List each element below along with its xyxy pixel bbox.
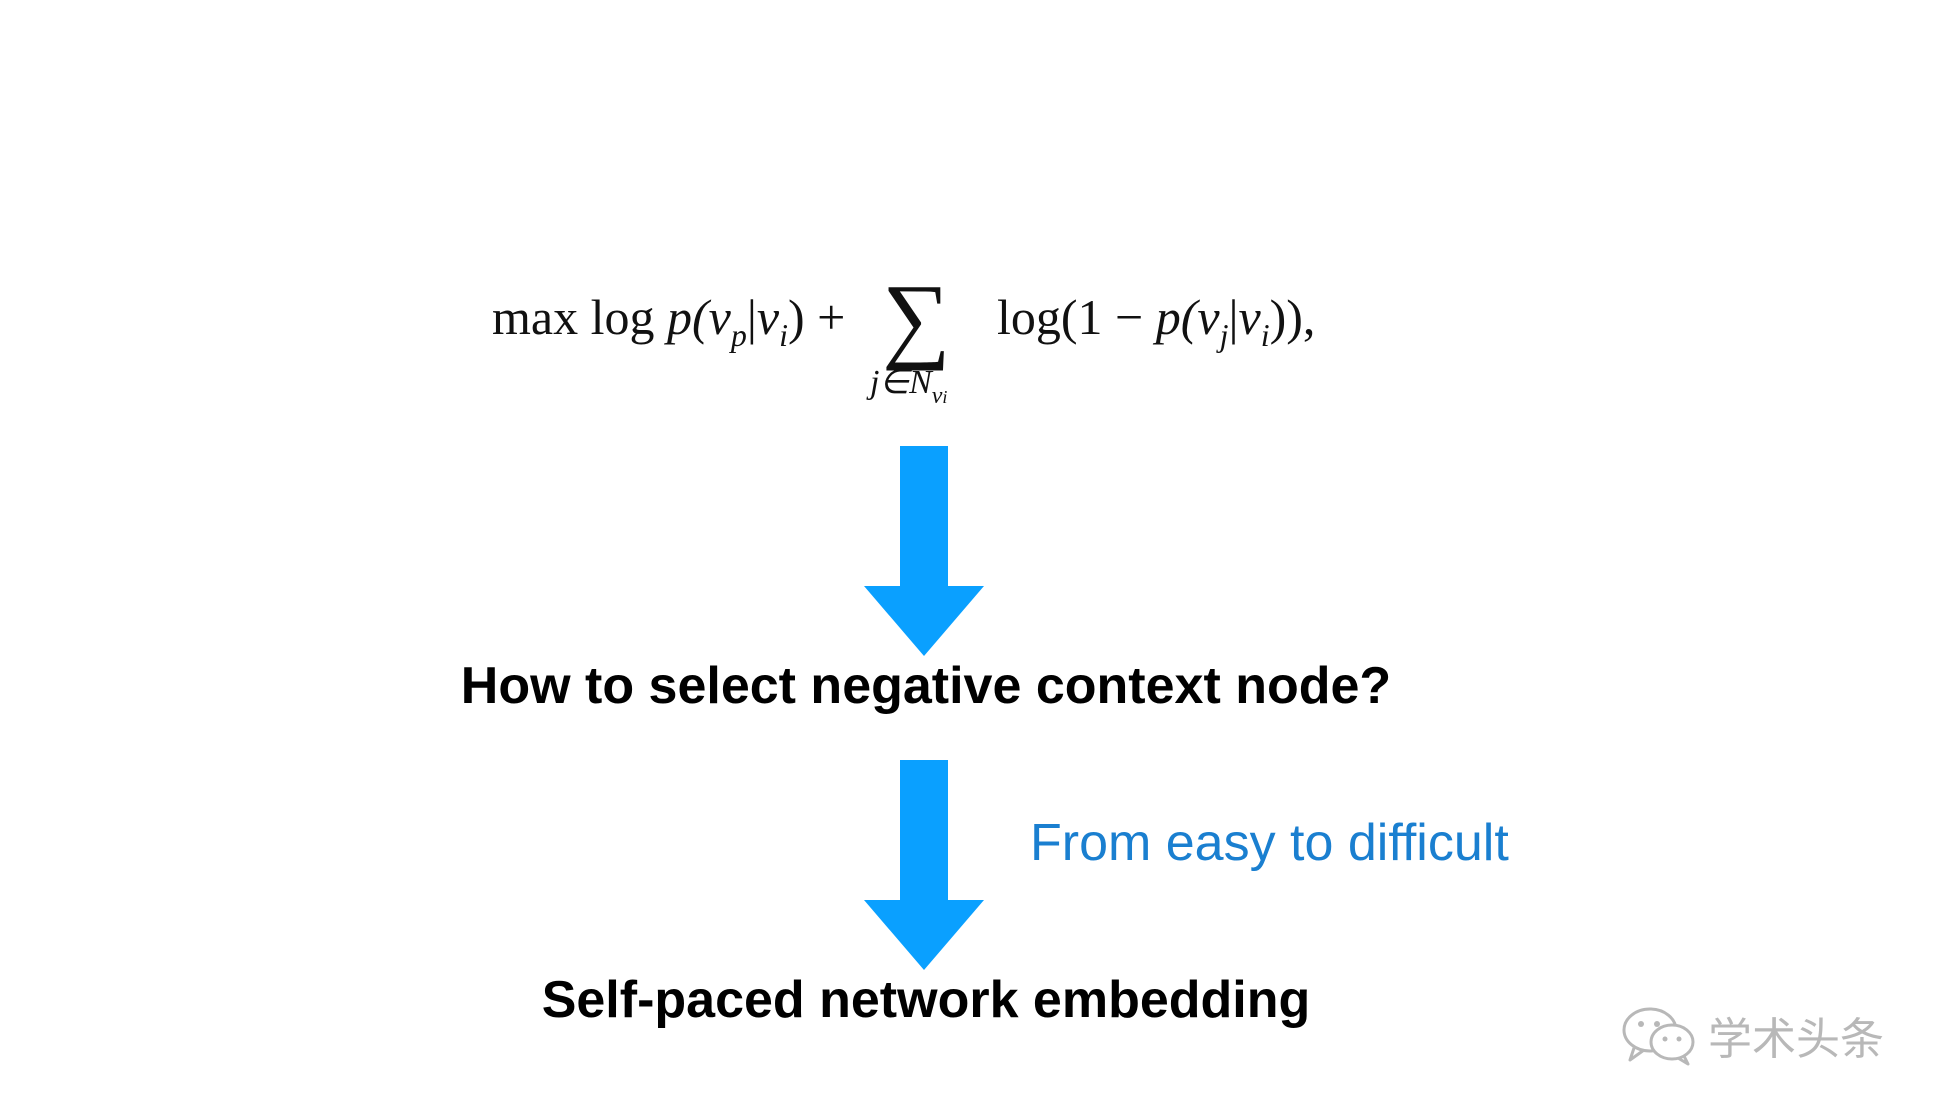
down-arrow-2: [864, 760, 984, 970]
down-arrow-1: [864, 446, 984, 656]
down-arrow-1-shape: [864, 446, 984, 656]
formula-v-4: v: [1238, 289, 1261, 345]
annotation-text: From easy to difficult: [1030, 814, 1509, 872]
formula-log-one-minus: log(1 −: [997, 289, 1156, 345]
formula-rhs: log(1 − p(vj|vi)),: [997, 292, 1315, 351]
formula-sub-p: p: [730, 317, 747, 353]
objective-formula: max log p(vp|vi) + ∑ j∈Nvi log(1 − p(vj|…: [492, 270, 1392, 420]
formula-sub-j: j: [1219, 317, 1229, 353]
formula-lhs: max log p(vp|vi) +: [492, 292, 845, 351]
formula-tail: )),: [1269, 289, 1316, 345]
formula-max-log: max log: [492, 289, 655, 345]
formula-p-open: p(: [666, 289, 709, 345]
formula-bar: |: [746, 289, 757, 345]
summation-symbol: ∑: [882, 264, 951, 371]
watermark-text: 学术头条: [1708, 1014, 1884, 1065]
summation-index: j∈Nvi: [870, 362, 947, 410]
question-text: How to select negative context node?: [460, 657, 1392, 715]
down-arrow-2-shape: [864, 760, 984, 970]
formula-sub-i-2: i: [1260, 317, 1270, 353]
formula-v-3: v: [1197, 289, 1220, 345]
formula-bar-2: |: [1228, 289, 1239, 345]
sum-index-i: i: [942, 387, 948, 407]
formula-v-2: v: [756, 289, 780, 345]
formula-p-open-2: p(: [1155, 289, 1198, 345]
sum-index-v: vi: [931, 383, 948, 409]
sum-index-main: j∈N: [870, 364, 932, 401]
result-text: Self-paced network embedding: [541, 971, 1311, 1029]
wechat-icon: [1622, 1007, 1695, 1066]
formula-close-plus: ) +: [787, 289, 846, 345]
formula-v: v: [708, 289, 731, 345]
watermark: 学术头条: [1620, 1000, 1884, 1070]
formula-sub-i: i: [779, 317, 788, 353]
